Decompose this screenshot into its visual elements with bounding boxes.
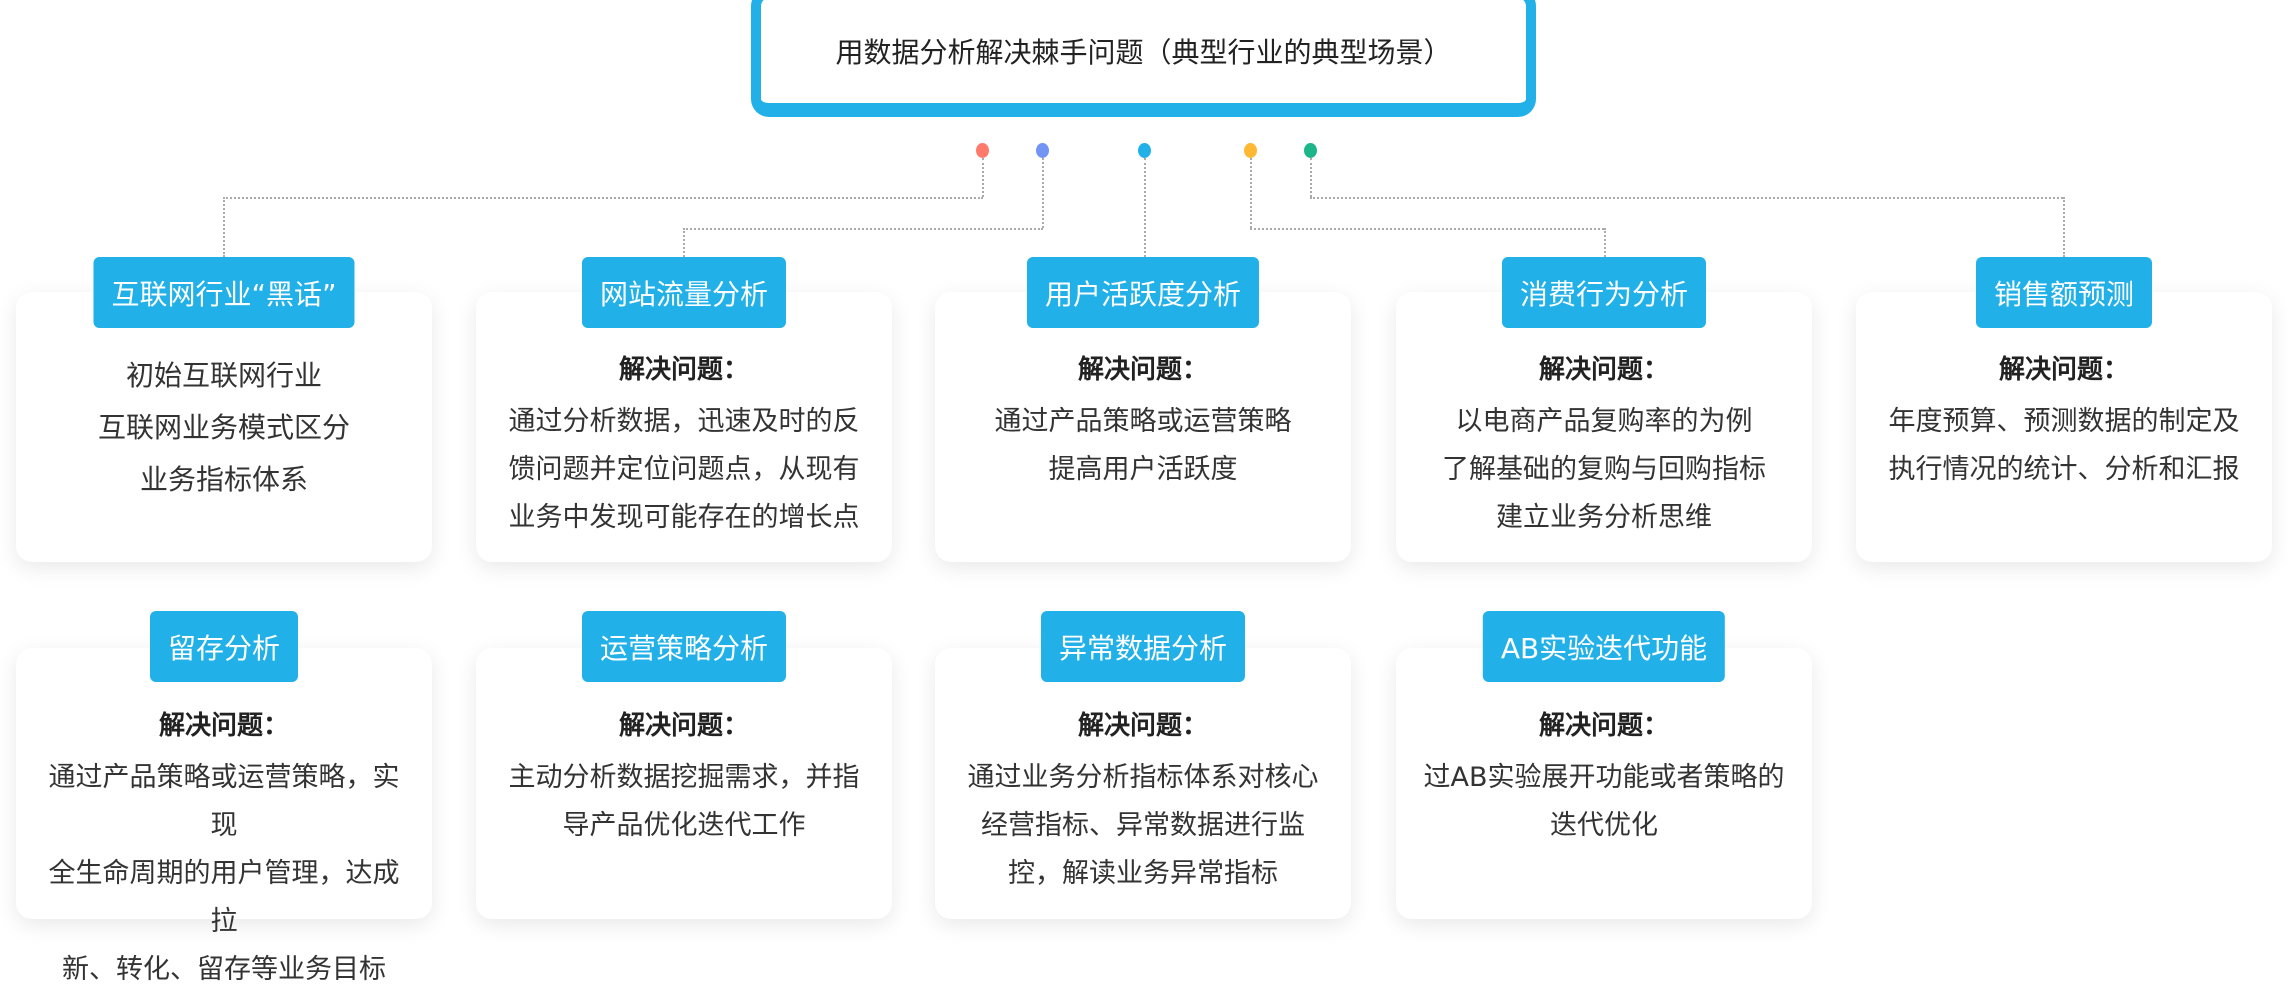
topic-label: 消费行为分析: [1501, 257, 1707, 328]
topic-label: AB实验迭代功能: [1482, 611, 1726, 682]
card-line: 导产品优化迭代工作: [562, 810, 806, 841]
card-body: 通过业务分析指标体系对核心经营指标、异常数据进行监控，解读业务异常指标: [935, 754, 1351, 898]
card-line: 通过产品策略或运营策略，实现: [48, 762, 400, 841]
card-line: 新、转化、留存等业务目标: [62, 954, 386, 985]
solve-heading: 解决问题：: [1998, 355, 2129, 385]
topic-card: 解决问题： 主动分析数据挖掘需求，并指导产品优化迭代工作: [476, 648, 892, 919]
card-line: 通过业务分析指标体系对核心: [967, 762, 1319, 793]
root-title: 用数据分析解决棘手问题（典型行业的典型场景）: [835, 35, 1452, 69]
connector: [2063, 197, 2065, 257]
topic-label: 运营策略分析: [581, 611, 787, 682]
topic-card: 解决问题： 通过产品策略或运营策略，实现全生命周期的用户管理，达成拉新、转化、留存…: [16, 648, 432, 985]
connector: [1042, 158, 1044, 228]
card-line: 全生命周期的用户管理，达成拉: [48, 858, 400, 937]
solve-heading: 解决问题：: [1077, 355, 1208, 385]
solve-heading: 解决问题：: [618, 711, 749, 741]
card-line: 初始互联网行业: [125, 359, 322, 392]
topic-card: 解决问题： 通过产品策略或运营策略提高用户活跃度: [935, 292, 1351, 562]
solve-heading: 解决问题：: [618, 355, 749, 385]
dot-green: [1304, 143, 1317, 158]
card-line: 控，解读业务异常指标: [1008, 858, 1278, 889]
topic-card: 解决问题： 通过分析数据，迅速及时的反馈问题并定位问题点，从现有业务中发现可能存在…: [476, 292, 892, 562]
card-line: 主动分析数据挖掘需求，并指: [508, 762, 860, 793]
card-line: 以电商产品复购率的为例: [1455, 406, 1753, 437]
card-body: 以电商产品复购率的为例了解基础的复购与回购指标建立业务分析思维: [1396, 398, 1812, 542]
card-body: 主动分析数据挖掘需求，并指导产品优化迭代工作: [476, 754, 892, 850]
topic-label: 留存分析: [149, 611, 299, 682]
connector: [1310, 197, 2063, 199]
dot-red: [976, 143, 989, 158]
card-line: 业务指标体系: [139, 463, 308, 496]
connector: [683, 228, 1043, 230]
card-body: 通过产品策略或运营策略提高用户活跃度: [935, 398, 1351, 494]
connector: [223, 197, 983, 199]
card-line: 通过产品策略或运营策略: [994, 406, 1292, 437]
card-line: 执行情况的统计、分析和汇报: [1888, 454, 2240, 485]
topic-card: 解决问题： 以电商产品复购率的为例了解基础的复购与回购指标建立业务分析思维: [1396, 292, 1812, 562]
card-body: 年度预算、预测数据的制定及执行情况的统计、分析和汇报: [1856, 398, 2272, 494]
topic-card: 解决问题： 过AB实验展开功能或者策略的迭代优化: [1396, 648, 1812, 919]
card-line: 业务中发现可能存在的增长点: [508, 502, 860, 533]
card-line: 了解基础的复购与回购指标: [1442, 454, 1766, 485]
card-line: 过AB实验展开功能或者策略的: [1423, 762, 1785, 793]
dot-purple: [1036, 143, 1049, 158]
card-line: 建立业务分析思维: [1496, 502, 1712, 533]
connector: [1310, 158, 1312, 197]
card-line: 年度预算、预测数据的制定及: [1888, 406, 2240, 437]
card-line: 互联网业务模式区分: [97, 411, 350, 444]
card-body: 通过分析数据，迅速及时的反馈问题并定位问题点，从现有业务中发现可能存在的增长点: [476, 398, 892, 542]
connector: [1604, 228, 1606, 257]
topic-card: 解决问题： 通过业务分析指标体系对核心经营指标、异常数据进行监控，解读业务异常指标: [935, 648, 1351, 919]
card-line: 经营指标、异常数据进行监: [981, 810, 1305, 841]
card-body: 初始互联网行业互联网业务模式区分业务指标体系: [16, 342, 432, 506]
card-line: 馈问题并定位问题点，从现有: [508, 454, 860, 485]
dot-blue: [1138, 143, 1151, 158]
connector: [223, 197, 225, 257]
topic-label: 互联网行业“黑话”: [93, 257, 355, 328]
topic-label: 异常数据分析: [1040, 611, 1246, 682]
solve-heading: 解决问题：: [1538, 355, 1669, 385]
connector: [1250, 158, 1252, 228]
card-line: 提高用户活跃度: [1048, 454, 1238, 485]
topic-card: 解决问题： 年度预算、预测数据的制定及执行情况的统计、分析和汇报: [1856, 292, 2272, 562]
card-line: 迭代优化: [1550, 810, 1658, 841]
connector: [1144, 158, 1146, 257]
solve-heading: 解决问题：: [158, 711, 289, 741]
topic-label: 销售额预测: [1975, 257, 2153, 328]
connector: [982, 158, 984, 197]
root-title-box: 用数据分析解决棘手问题（典型行业的典型场景）: [751, 0, 1536, 117]
solve-heading: 解决问题：: [1538, 711, 1669, 741]
topic-card: 初始互联网行业互联网业务模式区分业务指标体系: [16, 292, 432, 562]
card-line: 通过分析数据，迅速及时的反: [508, 406, 860, 437]
connector: [1250, 228, 1604, 230]
topic-label: 网站流量分析: [581, 257, 787, 328]
connector: [683, 228, 685, 257]
solve-heading: 解决问题：: [1077, 711, 1208, 741]
card-body: 过AB实验展开功能或者策略的迭代优化: [1396, 754, 1812, 850]
dot-orange: [1244, 143, 1257, 158]
card-body: 通过产品策略或运营策略，实现全生命周期的用户管理，达成拉新、转化、留存等业务目标: [16, 754, 432, 994]
topic-label: 用户活跃度分析: [1026, 257, 1260, 328]
